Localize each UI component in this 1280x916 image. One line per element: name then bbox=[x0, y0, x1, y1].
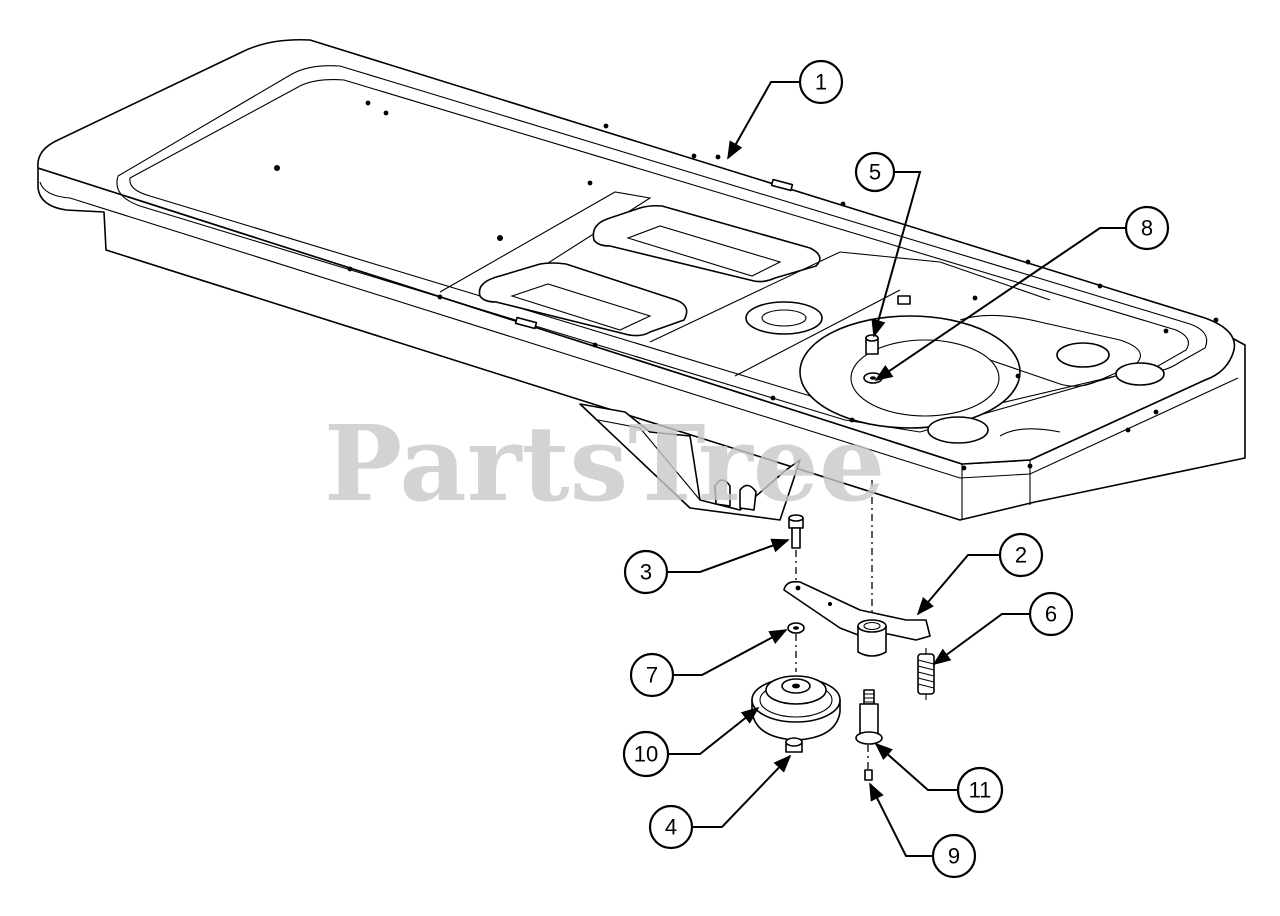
callout-5-label: 5 bbox=[869, 160, 881, 185]
callout-10[interactable]: 10 bbox=[622, 730, 670, 778]
callout-5[interactable]: 5 bbox=[854, 151, 896, 193]
callout-1-label: 1 bbox=[815, 70, 827, 95]
watermark: PartsTree bbox=[324, 402, 885, 525]
deck-frame bbox=[37, 38, 1246, 521]
nut-part-4 bbox=[785, 737, 803, 753]
callout-7-label: 7 bbox=[646, 663, 658, 688]
callout-9-label: 9 bbox=[948, 844, 960, 869]
callout-10-label: 10 bbox=[634, 742, 658, 767]
callout-3[interactable]: 3 bbox=[623, 549, 669, 595]
callout-6[interactable]: 6 bbox=[1028, 591, 1074, 637]
callout-3-label: 3 bbox=[640, 560, 652, 585]
callout-8[interactable]: 8 bbox=[1124, 205, 1170, 251]
callout-7[interactable]: 7 bbox=[629, 652, 675, 698]
callout-1[interactable]: 1 bbox=[798, 59, 844, 105]
callout-2-label: 2 bbox=[1015, 543, 1027, 568]
callout-2[interactable]: 2 bbox=[998, 532, 1044, 578]
shoulder-bolt-part-11 bbox=[855, 689, 883, 745]
callout-11-label: 11 bbox=[969, 778, 992, 803]
spring-part-6 bbox=[917, 648, 935, 700]
callout-4-label: 4 bbox=[665, 815, 677, 840]
pin-part-9 bbox=[864, 769, 873, 781]
bolt-part-3 bbox=[788, 514, 804, 549]
leader-lines bbox=[667, 81, 1126, 857]
callout-8-label: 8 bbox=[1141, 216, 1153, 241]
bushing-part-5 bbox=[865, 334, 879, 355]
callout-6-label: 6 bbox=[1045, 602, 1057, 627]
callout-11[interactable]: 11 bbox=[956, 766, 1004, 814]
idler-pulley-part-10 bbox=[751, 675, 841, 741]
callout-4[interactable]: 4 bbox=[648, 804, 694, 850]
idler-arm-part-2 bbox=[783, 580, 931, 657]
callout-9[interactable]: 9 bbox=[931, 833, 977, 879]
washer-part-7 bbox=[787, 622, 805, 634]
